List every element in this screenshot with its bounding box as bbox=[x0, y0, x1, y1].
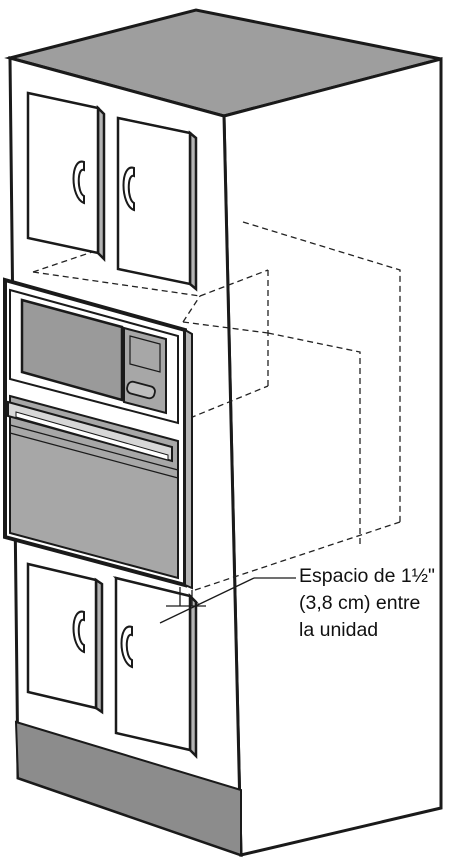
annotation-line-3: la unidad bbox=[299, 619, 378, 641]
lower-door-left[interactable] bbox=[28, 564, 102, 712]
annotation-line-2: (3,8 cm) entre bbox=[299, 592, 420, 614]
upper-door-right[interactable] bbox=[118, 118, 196, 289]
annotation-line-1: Espacio de 1½" bbox=[299, 565, 435, 587]
cabinet-side bbox=[224, 59, 441, 855]
oven-frame-side bbox=[185, 330, 192, 588]
upper-door-left[interactable] bbox=[28, 93, 104, 259]
lower-door-right[interactable] bbox=[116, 578, 196, 756]
